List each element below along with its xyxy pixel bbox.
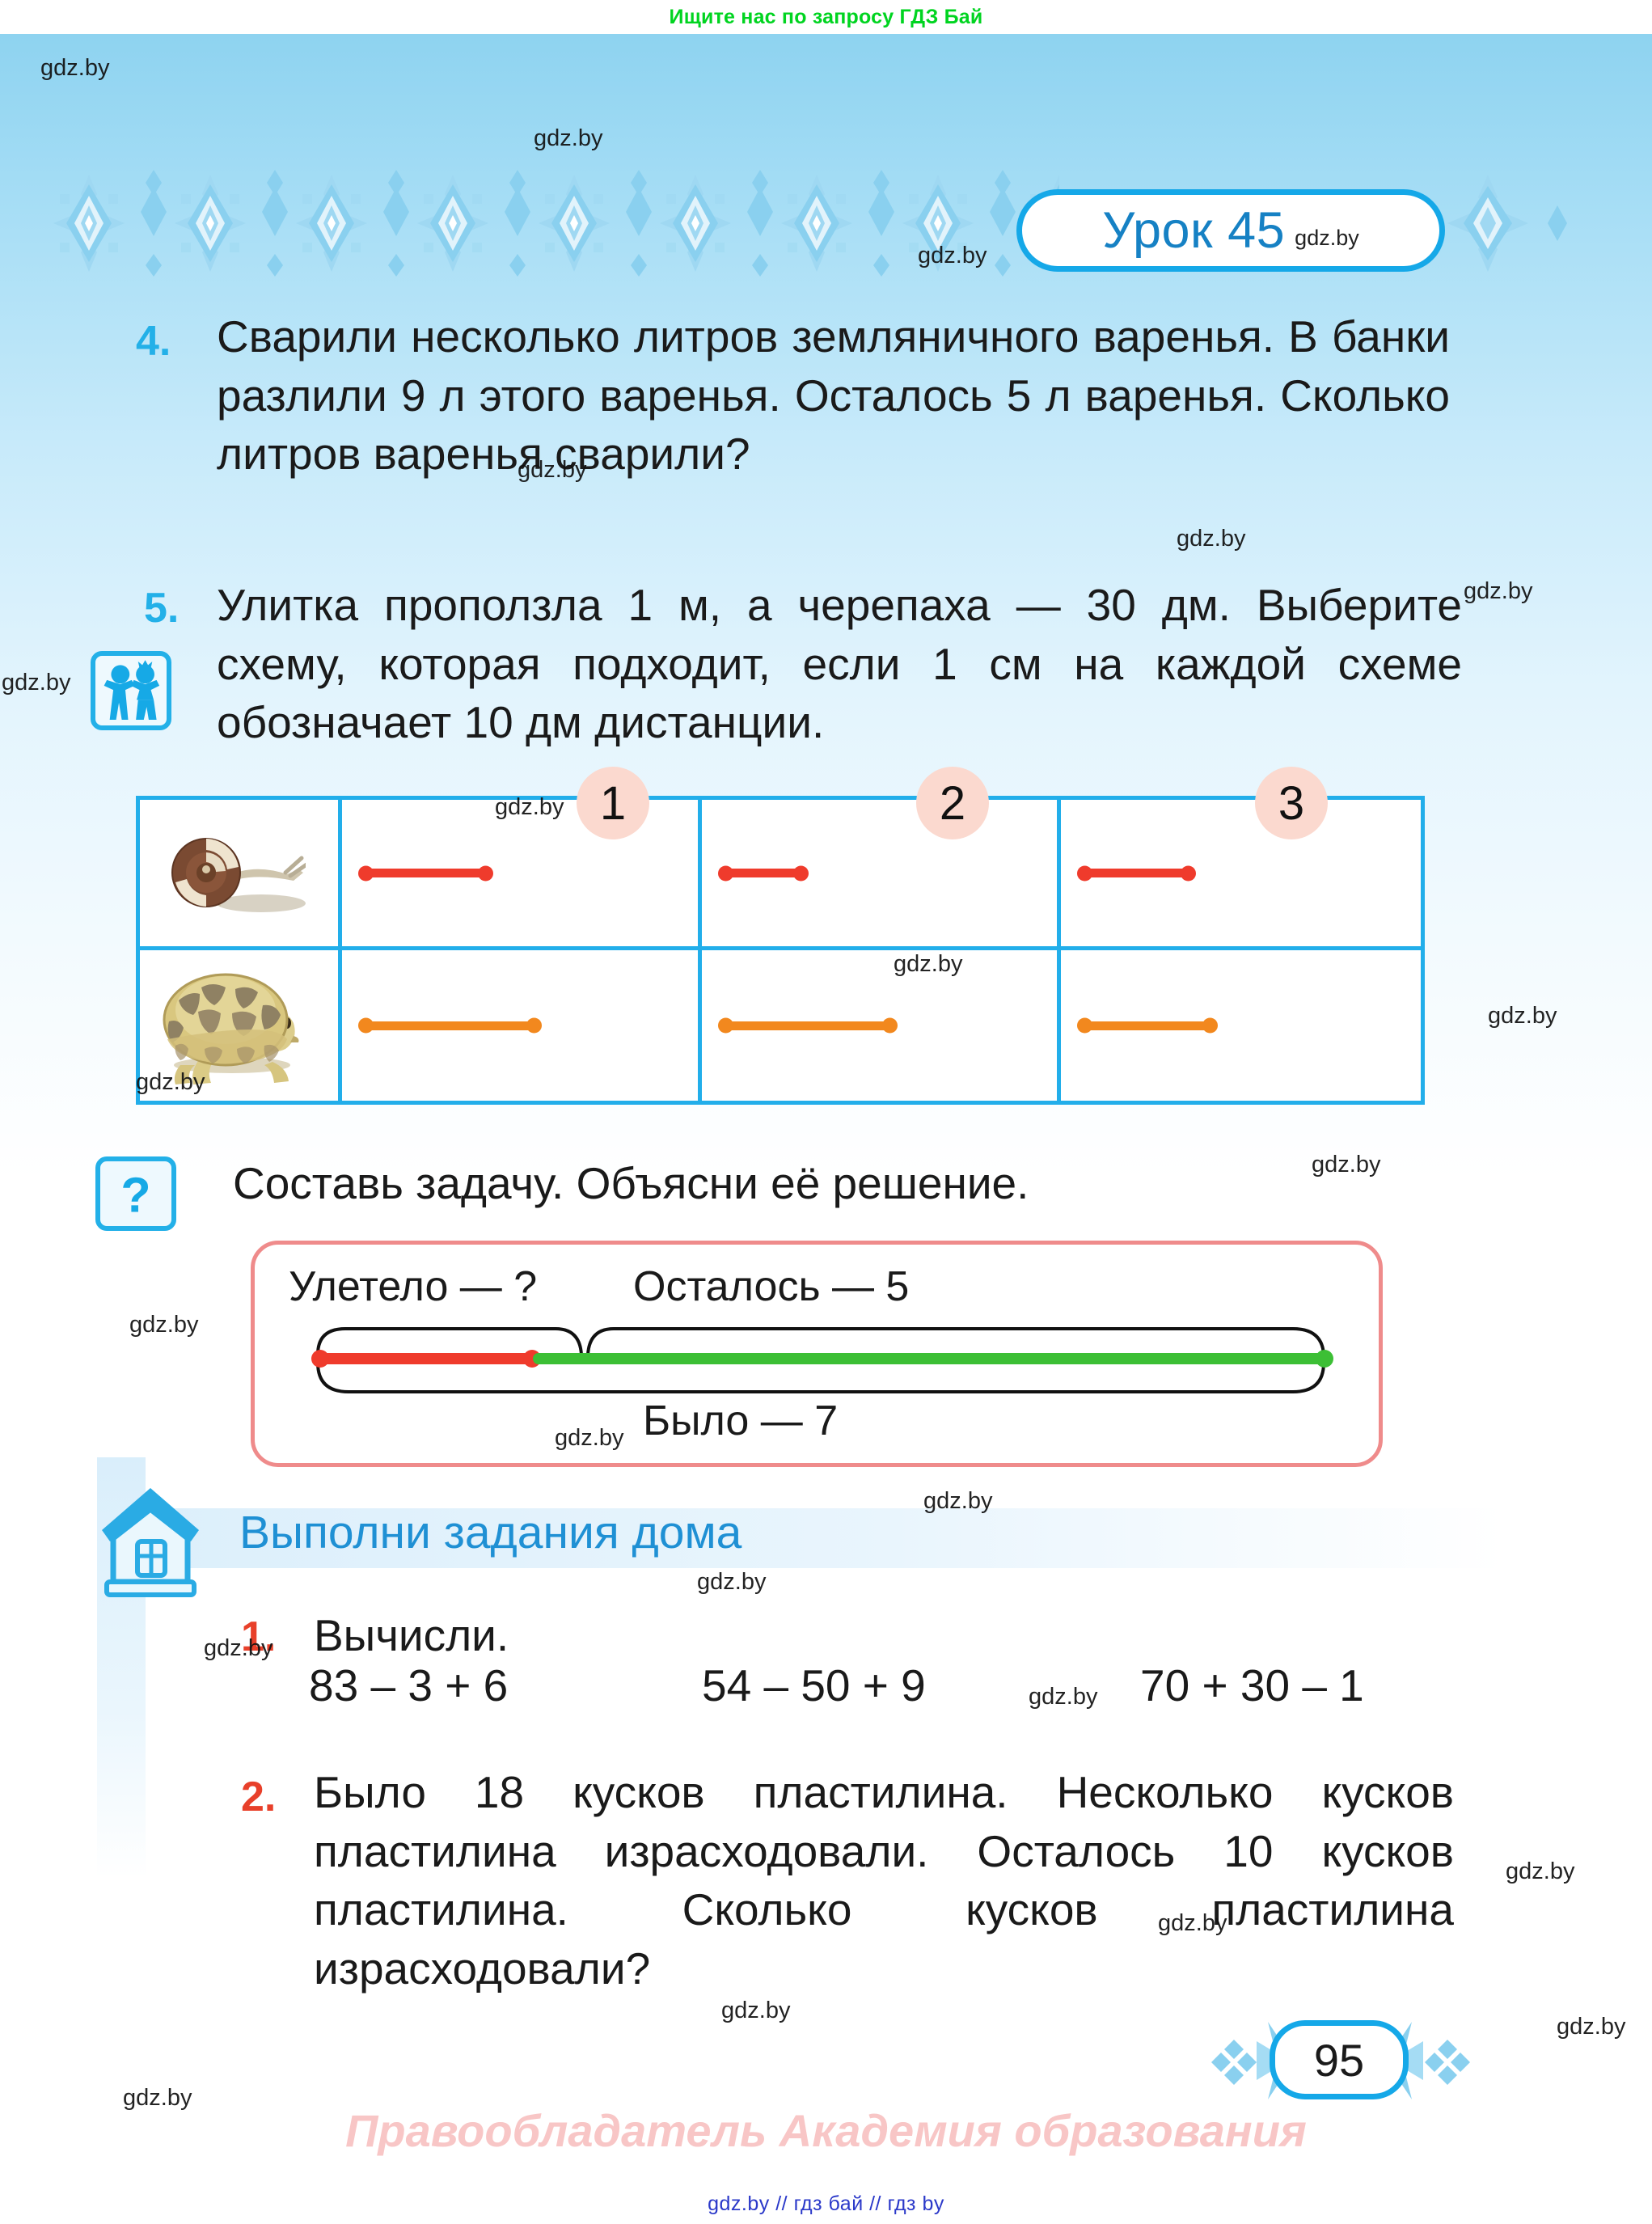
segment-snail-2 [722, 869, 804, 877]
schema-badge-2: 2 [916, 767, 989, 839]
diagram-dot-start [311, 1350, 329, 1368]
turtle-image [163, 973, 299, 1085]
task-4-text: Сварили несколько литров земляничного ва… [217, 311, 1450, 480]
diagram-dot-end [1316, 1350, 1333, 1368]
schema-badge-3: 3 [1255, 767, 1328, 839]
task-5-text: Улитка проползла 1 м, а черепаха — 30 дм… [217, 580, 1462, 748]
page-number: 95 [1270, 2020, 1409, 2099]
homework-title: Выполни задания дома [239, 1507, 742, 1558]
table-cell-turtle-image [140, 950, 342, 1101]
snail-image [171, 838, 306, 912]
table-cell-turtle-schema-1 [342, 950, 702, 1101]
segment-turtle-1 [363, 1021, 537, 1030]
diagram-left-label: Улетело — ? [289, 1263, 538, 1310]
footer-bar: gdz.by // гдз бай // гдз by [0, 2184, 1652, 2224]
bar-diagram-frame: Улетело — ? Осталось — 5 Было — 7 [251, 1241, 1383, 1467]
pair-work-icon [91, 651, 171, 730]
question-mark-icon: ? [95, 1156, 176, 1231]
table-cell-snail-schema-1 [342, 800, 702, 950]
belarusian-ornament-right-icon [1447, 175, 1567, 272]
footer-links: gdz.by // гдз бай // гдз by [708, 2192, 944, 2215]
segment-turtle-2 [722, 1021, 893, 1030]
segment-snail-1 [363, 869, 488, 877]
homework-heading-band [146, 1508, 1504, 1568]
promo-text: Ищите нас по запросу ГДЗ Бай [669, 5, 983, 28]
svg-text:?: ? [120, 1168, 150, 1223]
expression-3: 70 + 30 – 1 [1140, 1660, 1364, 1710]
schema-badge-1: 1 [577, 767, 649, 839]
diagram-right-label: Осталось — 5 [633, 1263, 910, 1310]
task-4-number: 4. [136, 318, 171, 365]
table-cell-snail-schema-2 [701, 800, 1062, 950]
belarusian-ornament-icon [53, 170, 1059, 277]
task-5-number: 5. [144, 585, 180, 632]
segment-snail-3 [1082, 869, 1192, 877]
page-sheet: Урок 45 gdz.by 4. Сварили несколько литр… [0, 34, 1652, 2099]
expression-1: 83 – 3 + 6 [309, 1660, 509, 1710]
diagram-total-label: Было — 7 [643, 1397, 839, 1444]
brace-arcs [316, 1327, 1325, 1393]
table-cell-turtle-schema-3 [1061, 950, 1421, 1101]
schema-table [136, 796, 1425, 1105]
house-icon [102, 1488, 199, 1597]
watermark: gdz.by [1295, 225, 1359, 250]
compose-task-prompt: Составь задачу. Объясни её решение. [233, 1158, 1029, 1208]
homework-item-2-text: Было 18 кусков пластилина. Несколько кус… [314, 1767, 1454, 1994]
homework-item-1-number: 1. [241, 1613, 277, 1660]
homework-item-1-text: Вычисли. [314, 1610, 509, 1660]
diagram-bar-left [318, 1353, 531, 1364]
page-number-group: 95 [1187, 2014, 1494, 2109]
promo-banner: Ищите нас по запросу ГДЗ Бай [0, 0, 1652, 34]
lesson-badge: Урок 45 gdz.by [1016, 189, 1445, 272]
table-cell-snail-schema-3 [1061, 800, 1421, 950]
copyright-watermark: Правообладатель Академия образования [345, 2105, 1307, 2156]
table-cell-turtle-schema-2 [702, 950, 1062, 1101]
homework-item-2-number: 2. [241, 1774, 277, 1820]
lesson-label: Урок 45 [1102, 202, 1286, 259]
expression-2: 54 – 50 + 9 [702, 1660, 926, 1710]
table-cell-snail-image [140, 800, 342, 950]
segment-turtle-3 [1082, 1021, 1214, 1030]
diagram-bar-right [533, 1353, 1324, 1364]
